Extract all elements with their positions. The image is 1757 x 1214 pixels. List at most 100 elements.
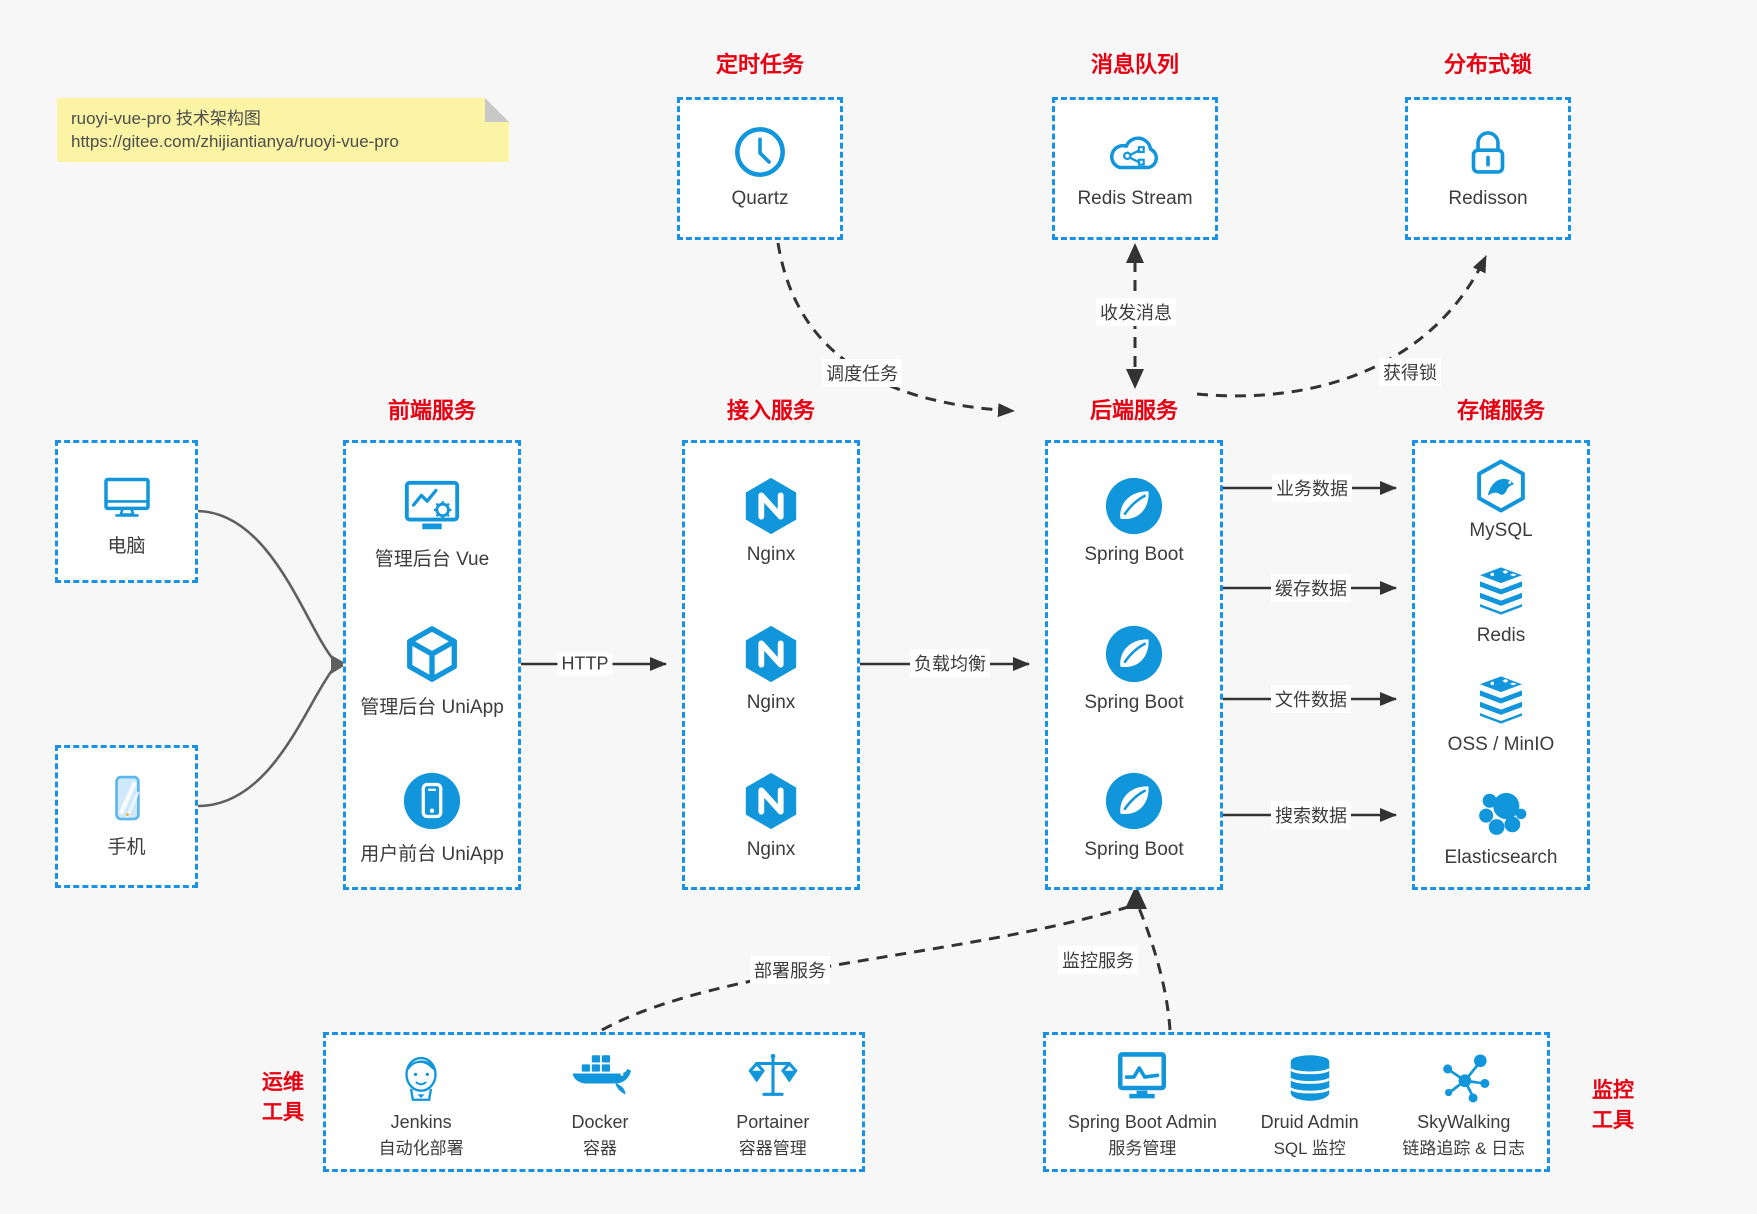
node-skywalking: SkyWalking 链路追踪 & 日志 <box>1402 1049 1525 1159</box>
column-title-frontend: 前端服务 <box>387 398 476 423</box>
clock-icon <box>735 127 785 177</box>
tool-name: SkyWalking <box>1417 1112 1511 1132</box>
node-pc: 电脑 <box>55 440 198 583</box>
lock-icon <box>1471 131 1505 174</box>
node-label: Nginx <box>746 839 796 860</box>
oss-stack-icon <box>1480 676 1522 724</box>
device-to-frontend-curves <box>197 509 335 808</box>
node-nginx-3: Nginx <box>685 770 857 861</box>
acquire-lock-curve <box>1196 255 1488 398</box>
node-springboot-admin: Spring Boot Admin 服务管理 <box>1068 1049 1217 1159</box>
column-title-backend: 后端服务 <box>1089 398 1178 423</box>
deploy-curve <box>601 905 1129 1032</box>
elasticsearch-icon <box>1479 792 1527 835</box>
message-arrowhead-down <box>1126 369 1144 389</box>
mysql-icon <box>1477 459 1525 513</box>
tool-desc: 自动化部署 <box>378 1139 464 1158</box>
docker-icon <box>572 1055 631 1095</box>
node-nginx-1: Nginx <box>685 475 857 566</box>
note-fold-icon <box>485 98 509 122</box>
frontend-box: 管理后台 Vue 管理后台 UniApp 用户前台 UniApp <box>343 440 521 890</box>
edge-label-message: 收发消息 <box>1096 298 1176 326</box>
tool-desc: 服务管理 <box>1108 1139 1177 1158</box>
node-label: Spring Boot <box>1084 692 1184 713</box>
edge-label-load-balance: 负载均衡 <box>910 649 990 677</box>
node-redisson: Redisson <box>1405 97 1571 240</box>
nginx-icon <box>745 772 797 830</box>
edge-label-lock: 获得锁 <box>1379 358 1441 386</box>
user-app-icon <box>403 772 461 830</box>
gateway-box: Nginx Nginx Nginx <box>682 440 860 890</box>
sticky-note: ruoyi-vue-pro 技术架构图 https://gitee.com/zh… <box>57 98 509 162</box>
section-title-distributed-lock: 分布式锁 <box>1443 52 1532 77</box>
storage-box: MySQL Redis <box>1412 440 1590 890</box>
node-oss-minio: OSS / MinIO <box>1415 672 1587 756</box>
node-mysql: MySQL <box>1415 458 1587 542</box>
edge-label-search-data: 搜索数据 <box>1271 801 1351 829</box>
node-label: Elasticsearch <box>1444 847 1558 868</box>
spring-icon <box>1105 772 1163 830</box>
note-title: ruoyi-vue-pro 技术架构图 <box>71 109 261 128</box>
edge-label-deploy: 部署服务 <box>750 956 830 984</box>
tool-name: Portainer <box>736 1112 810 1132</box>
node-label: Quartz <box>731 188 789 209</box>
ops-title-line1: 运维 <box>262 1071 304 1094</box>
admin-vue-icon <box>404 480 460 530</box>
nginx-icon <box>745 477 797 535</box>
spring-icon <box>1105 477 1163 535</box>
spring-icon <box>1105 625 1163 683</box>
edge-label-cache-data: 缓存数据 <box>1271 574 1351 602</box>
column-title-storage: 存储服务 <box>1456 398 1545 423</box>
backend-box: Spring Boot Spring Boot Spring Boot <box>1045 440 1223 890</box>
redis-stack-icon <box>1480 567 1522 615</box>
node-label: 管理后台 Vue <box>374 549 490 570</box>
node-label: Nginx <box>746 692 796 713</box>
node-redis: Redis <box>1415 563 1587 647</box>
node-label: Redis Stream <box>1077 188 1193 209</box>
node-springboot-3: Spring Boot <box>1048 770 1220 861</box>
node-label: Spring Boot <box>1084 839 1184 860</box>
edge-label-business-data: 业务数据 <box>1272 474 1352 502</box>
monitor-curve <box>1137 907 1172 1031</box>
cube-icon <box>407 626 457 682</box>
springboot-admin-icon <box>1118 1052 1167 1099</box>
node-springboot-2: Spring Boot <box>1048 623 1220 714</box>
monitor-title-line1: 监控 <box>1592 1079 1634 1102</box>
edge-label-http: HTTP <box>557 652 613 676</box>
node-label: MySQL <box>1469 520 1533 541</box>
node-label: 管理后台 UniApp <box>360 697 504 718</box>
jenkins-icon <box>405 1056 437 1101</box>
tool-name: Docker <box>571 1112 629 1132</box>
node-label: 电脑 <box>107 536 146 557</box>
note-url: https://gitee.com/zhijiantianya/ruoyi-vu… <box>71 132 399 151</box>
node-user-uniapp: 用户前台 UniApp <box>346 770 518 866</box>
monitor-title-line2: 工具 <box>1592 1109 1634 1132</box>
monitor-tools-title: 监控 工具 <box>1592 1076 1672 1136</box>
cloud-hub-icon <box>1110 136 1159 170</box>
node-label: Redis <box>1476 625 1526 646</box>
node-admin-uniapp: 管理后台 UniApp <box>346 623 518 719</box>
node-admin-vue: 管理后台 Vue <box>346 475 518 571</box>
tool-desc: 链路追踪 & 日志 <box>1402 1139 1526 1158</box>
section-title-scheduled-jobs: 定时任务 <box>715 52 804 77</box>
portainer-scales-icon <box>748 1053 798 1096</box>
section-title-message-queue: 消息队列 <box>1090 52 1179 77</box>
skywalking-icon <box>1442 1054 1490 1103</box>
ops-tools-title: 运维 工具 <box>243 1068 323 1128</box>
druid-database-icon <box>1289 1055 1330 1101</box>
tool-desc: 容器 <box>582 1139 617 1158</box>
node-label: Nginx <box>746 544 796 565</box>
edge-label-monitor: 监控服务 <box>1058 946 1138 974</box>
column-title-gateway: 接入服务 <box>726 398 815 423</box>
node-mobile: 手机 <box>55 745 198 888</box>
node-springboot-1: Spring Boot <box>1048 475 1220 566</box>
tool-desc: SQL 监控 <box>1273 1139 1346 1158</box>
edge-label-schedule: 调度任务 <box>822 359 902 387</box>
node-elasticsearch: Elasticsearch <box>1415 785 1587 869</box>
node-quartz: Quartz <box>677 97 843 240</box>
edge-label-file-data: 文件数据 <box>1271 685 1351 713</box>
ops-title-line2: 工具 <box>262 1101 304 1124</box>
monitor-tools-box: Spring Boot Admin 服务管理 Druid Admin SQL 监… <box>1043 1032 1550 1172</box>
tool-name: Spring Boot Admin <box>1067 1112 1217 1132</box>
